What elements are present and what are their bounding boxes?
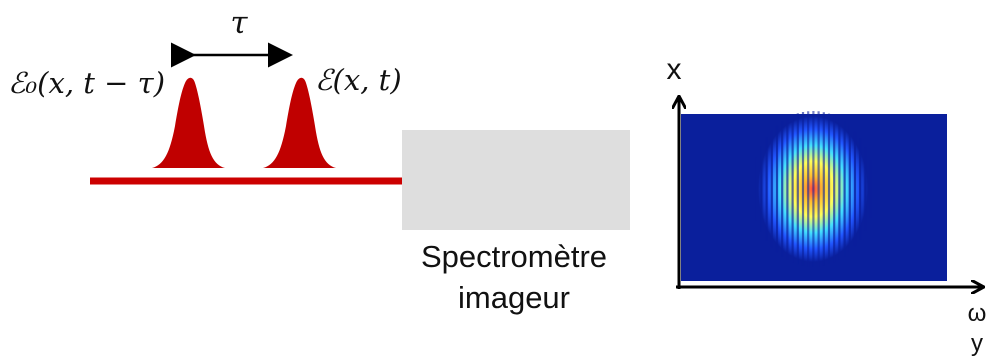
spectrometer-label-line1: Spectromètre [421,239,607,274]
reference-pulse-label: ℰ₀(x, t − τ) [8,66,165,100]
delay-symbol: τ [230,5,248,41]
spectrometer-label-line2: imageur [458,280,570,315]
horizontal-axis-label-secondary: y [971,330,983,357]
vertical-axis-label: x [667,53,682,86]
signal-pulse-label: ℰ(x, t) [315,63,402,97]
spectral-interferogram [681,111,947,281]
spectrometer-box [402,130,630,230]
horizontal-axis-label-primary: ω [968,300,987,327]
